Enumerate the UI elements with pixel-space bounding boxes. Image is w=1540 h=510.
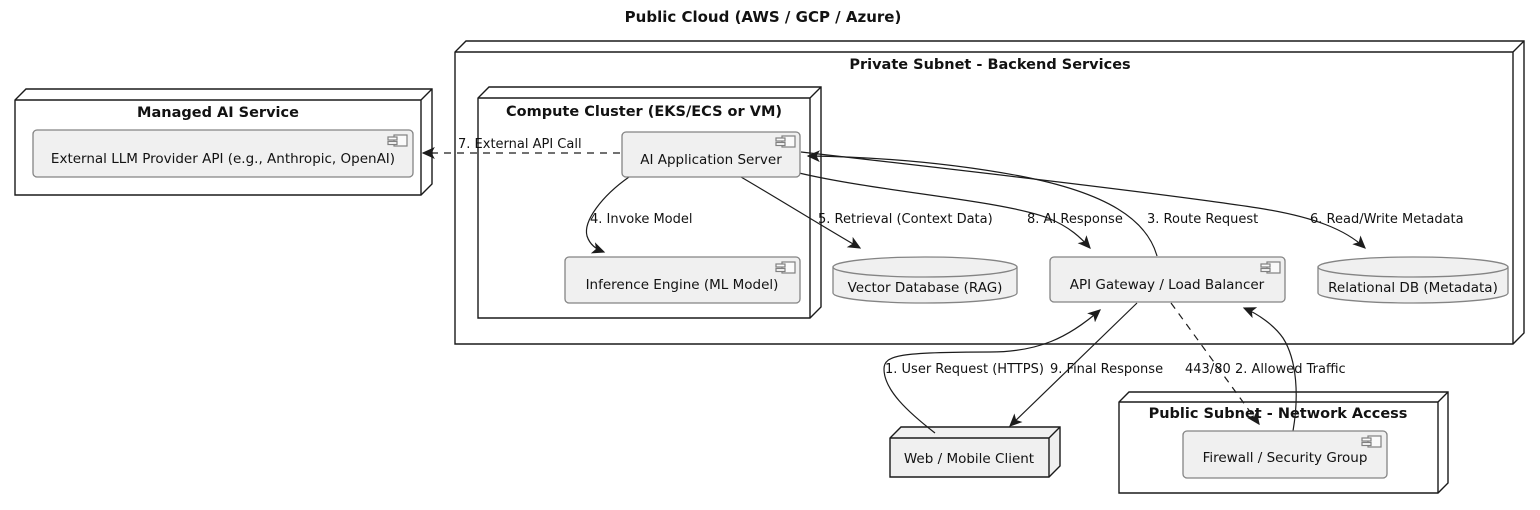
node-managed-ai-bevel — [15, 88, 433, 195]
component-ai-app-server: AI Application Server — [621, 131, 801, 178]
edge-label-ai-response: 8. AI Response — [1027, 212, 1123, 227]
database-vector-db-label: Vector Database (RAG) — [848, 280, 1003, 296]
node-public-subnet-bevel — [1119, 391, 1449, 493]
component-api-gateway-label: API Gateway / Load Balancer — [1070, 277, 1265, 293]
component-external-llm-box — [32, 129, 414, 178]
edge-label-retrieval: 5. Retrieval (Context Data) — [818, 212, 993, 227]
node-web-client-bevel — [890, 426, 1061, 477]
edge-label-invoke-model: 4. Invoke Model — [590, 212, 692, 227]
edge-final-response — [1009, 302, 1138, 427]
component-icon — [1260, 261, 1281, 274]
database-relational-db-label: Relational DB (Metadata) — [1328, 280, 1498, 296]
edge-label-route-request: 3. Route Request — [1147, 212, 1258, 227]
component-inference-engine-box — [564, 256, 801, 304]
component-firewall-box — [1182, 430, 1388, 479]
component-ai-app-server-label: AI Application Server — [640, 152, 782, 168]
edge-label-user-request: 1. User Request (HTTPS) — [885, 362, 1044, 377]
edge-ai-response — [798, 172, 1091, 249]
edge-label-port: 443/80 — [1185, 362, 1231, 377]
database-vector-db-top — [832, 256, 1018, 278]
component-api-gateway: API Gateway / Load Balancer — [1049, 256, 1286, 303]
edge-allowed-traffic — [1242, 307, 1297, 432]
component-external-llm: External LLM Provider API (e.g., Anthrop… — [32, 129, 414, 178]
edge-label-external-api-call: 7. External API Call — [458, 137, 582, 152]
node-private-subnet-bevel — [455, 40, 1525, 344]
node-web-client: Web / Mobile Client — [889, 426, 1061, 478]
node-compute-cluster-bevel — [478, 86, 822, 318]
edge-invoke-model — [585, 176, 630, 254]
node-web-client-label: Web / Mobile Client — [904, 451, 1034, 467]
edge-route-request — [806, 150, 1158, 257]
diagram-title: Public Cloud (AWS / GCP / Azure) — [625, 8, 902, 26]
component-ai-app-server-box — [621, 131, 801, 178]
component-icon — [775, 261, 796, 274]
node-public-subnet-label: Public Subnet - Network Access — [1149, 406, 1408, 422]
edge-retrieval — [740, 176, 862, 249]
component-external-llm-label: External LLM Provider API (e.g., Anthrop… — [51, 151, 395, 167]
edge-user-request — [883, 309, 1101, 434]
database-vector-db: Vector Database (RAG) — [832, 256, 1018, 304]
component-inference-engine: Inference Engine (ML Model) — [564, 256, 801, 304]
edge-read-write-metadata — [800, 151, 1366, 249]
component-icon — [775, 135, 796, 148]
node-compute-cluster-label: Compute Cluster (EKS/ECS or VM) — [506, 104, 782, 120]
component-firewall-label: Firewall / Security Group — [1203, 450, 1368, 466]
component-inference-engine-label: Inference Engine (ML Model) — [586, 277, 779, 293]
database-relational-db-top — [1317, 256, 1509, 278]
node-private-subnet-label: Private Subnet - Backend Services — [849, 57, 1130, 73]
edge-label-allowed-traffic: 2. Allowed Traffic — [1235, 362, 1346, 377]
edges — [421, 147, 1366, 434]
database-relational-db: Relational DB (Metadata) — [1317, 256, 1509, 304]
edge-label-read-write-metadata: 6. Read/Write Metadata — [1310, 212, 1464, 227]
edge-labels: 7. External API Call 4. Invoke Model 5. … — [458, 137, 1464, 377]
node-managed-ai-label: Managed AI Service — [137, 105, 299, 121]
edge-label-final-response: 9. Final Response — [1050, 362, 1163, 377]
component-icon — [387, 134, 408, 147]
component-icon — [1361, 435, 1382, 448]
component-api-gateway-box — [1049, 256, 1286, 303]
component-firewall: Firewall / Security Group — [1182, 430, 1388, 479]
